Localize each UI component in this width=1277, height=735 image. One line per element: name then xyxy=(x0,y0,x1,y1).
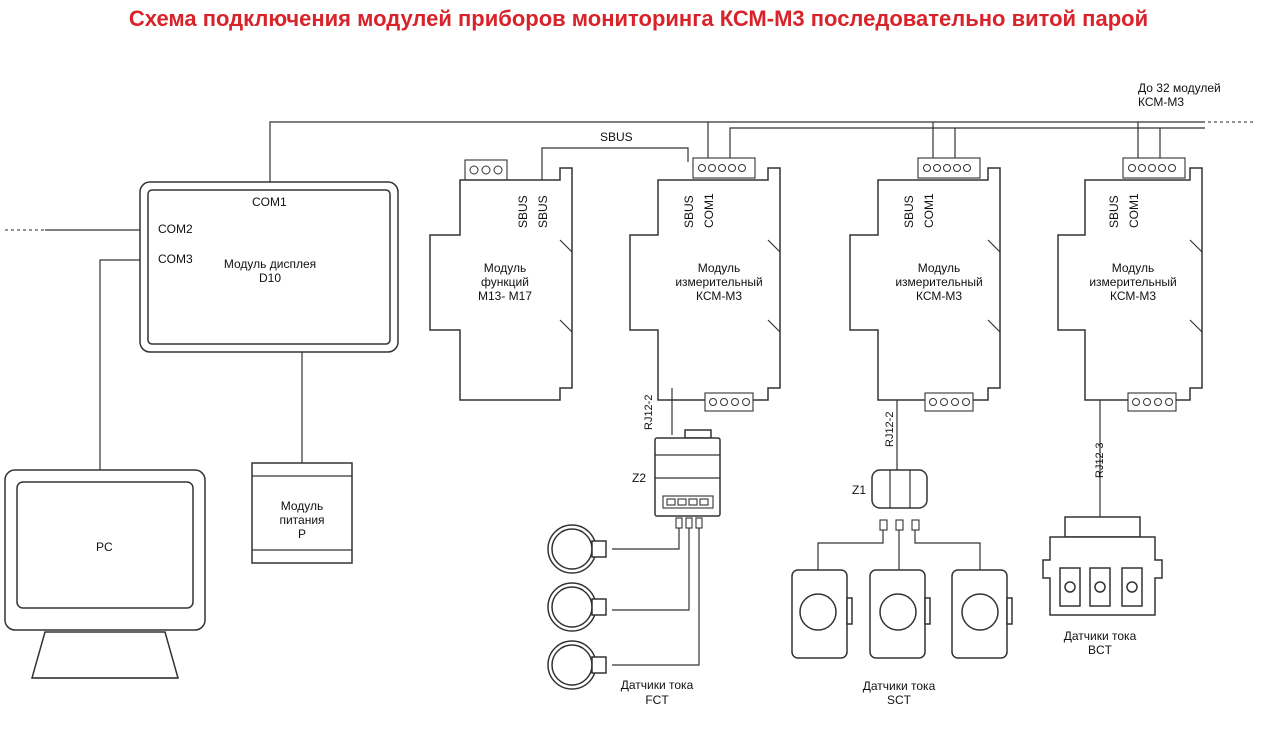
m3-name-line2: измерительный xyxy=(1089,275,1176,289)
m1-sbus-label: SBUS xyxy=(682,195,696,228)
diagram-title: Схема подключения модулей приборов монит… xyxy=(128,6,1149,31)
fct-sensors-label: Датчики тока xyxy=(621,678,694,692)
power-line3: P xyxy=(298,527,306,541)
m2-name-line2: измерительный xyxy=(895,275,982,289)
m3-name-line3: КСМ-М3 xyxy=(1110,289,1156,303)
sbus-wire xyxy=(541,147,689,182)
func-name-line2: функций xyxy=(481,275,529,289)
com2-com3-wires xyxy=(5,229,303,470)
func-sbus-label-2: SBUS xyxy=(536,195,550,228)
m3-com1-label: COM1 xyxy=(1127,193,1141,228)
measuring-module-2: SBUS COM1 Модуль измерительный КСМ-М3 xyxy=(849,157,1001,412)
display-module-d10: COM1 COM2 COM3 Модуль дисплея D10 xyxy=(139,181,399,353)
func-sbus-label-1: SBUS xyxy=(516,195,530,228)
display-com3-label: COM3 xyxy=(158,252,193,266)
z1-rj12-label: RJ12-2 xyxy=(884,412,896,447)
sct-sensors-label: Датчики тока xyxy=(863,679,936,693)
z2-rj12-label: RJ12-2 xyxy=(643,395,655,430)
display-com2-label: COM2 xyxy=(158,222,193,236)
bct-sensors-label: Датчики тока xyxy=(1064,629,1137,643)
z1-adapter-sct: RJ12-2 Z1 Датчики тока SCT xyxy=(791,400,1013,707)
pc-monitor: PC xyxy=(4,469,206,679)
measuring-module-3: SBUS COM1 Модуль измерительный КСМ-М3 xyxy=(1057,157,1203,412)
bct-sensor: RJ12-3 Датчики тока BCT xyxy=(1042,400,1163,657)
pc-label: PC xyxy=(96,540,113,554)
measuring-module-1: SBUS COM1 Модуль измерительный КСМ-М3 xyxy=(629,157,781,412)
display-name-line1: Модуль дисплея xyxy=(224,257,316,271)
m3-name-line1: Модуль xyxy=(1112,261,1155,275)
m3-sbus-label: SBUS xyxy=(1107,195,1121,228)
com1-bus-wires xyxy=(269,121,1255,182)
up-to-line2: КСМ-М3 xyxy=(1138,95,1184,109)
sct-type-label: SCT xyxy=(887,693,912,707)
m1-com1-label: COM1 xyxy=(702,193,716,228)
up-to-32-modules-note: До 32 модулей КСМ-М3 xyxy=(1138,81,1221,109)
power-module-p: Модуль питания P xyxy=(251,462,353,564)
z2-label: Z2 xyxy=(632,471,646,485)
power-line1: Модуль xyxy=(281,499,324,513)
m2-name-line1: Модуль xyxy=(918,261,961,275)
m1-name-line3: КСМ-М3 xyxy=(696,289,742,303)
z2-adapter-fct: RJ12-2 Z2 Датчики тока FCT xyxy=(547,388,721,707)
m1-name-line1: Модуль xyxy=(698,261,741,275)
sbus-bus-label: SBUS xyxy=(600,130,633,144)
function-module-m13-m17: SBUS SBUS Модуль функций М13- М17 xyxy=(429,159,573,401)
bct-rj12-label: RJ12-3 xyxy=(1094,443,1106,478)
power-line2: питания xyxy=(279,513,324,527)
up-to-line1: До 32 модулей xyxy=(1138,81,1221,95)
display-name-line2: D10 xyxy=(259,271,281,285)
func-name-line1: Модуль xyxy=(484,261,527,275)
m2-com1-label: COM1 xyxy=(922,193,936,228)
m1-name-line2: измерительный xyxy=(675,275,762,289)
fct-type-label: FCT xyxy=(645,693,669,707)
z1-label: Z1 xyxy=(852,483,866,497)
m2-sbus-label: SBUS xyxy=(902,195,916,228)
display-com1-label: COM1 xyxy=(252,195,287,209)
m2-name-line3: КСМ-М3 xyxy=(916,289,962,303)
func-name-line3: М13- М17 xyxy=(478,289,532,303)
bct-type-label: BCT xyxy=(1088,643,1113,657)
